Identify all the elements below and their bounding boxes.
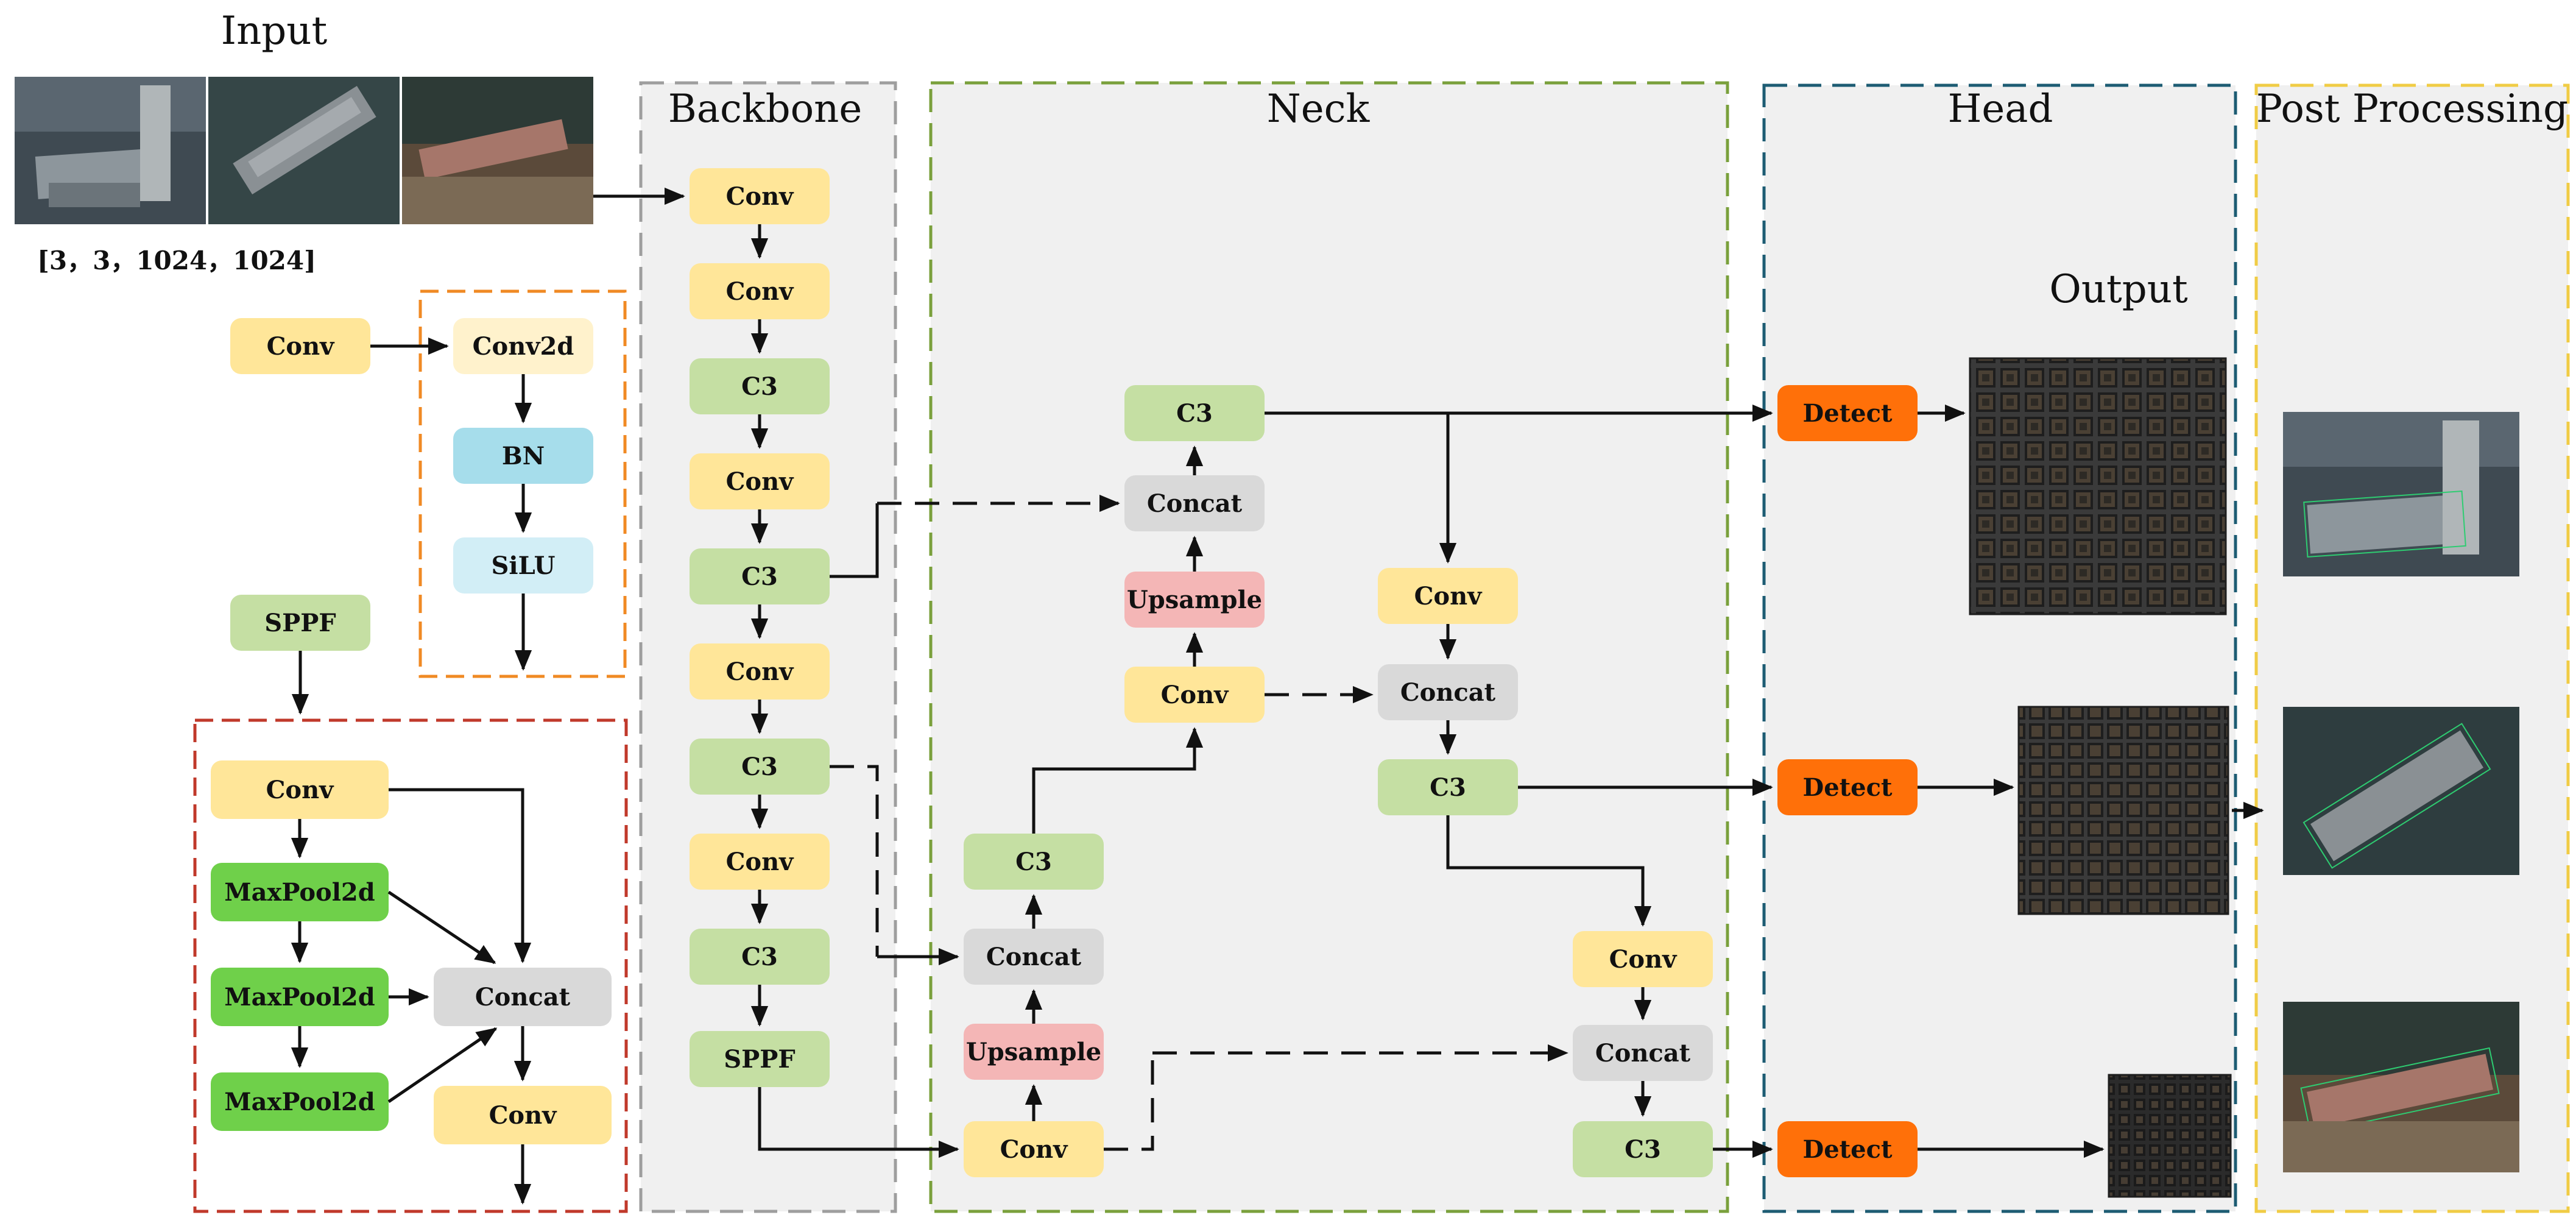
neck-conv-bottom xyxy=(964,1121,1104,1177)
backbone-block-9 xyxy=(690,929,830,985)
neck-upsample-bottom xyxy=(964,1024,1104,1080)
detect-block-3 xyxy=(1777,1121,1918,1177)
backbone-block-7-label: C3 xyxy=(741,753,778,781)
output-title: Output xyxy=(2049,267,2188,312)
neck-col3-concat xyxy=(1573,1025,1713,1081)
input-image-3 xyxy=(402,77,593,224)
neck-conv-mid-label: Conv xyxy=(1161,681,1230,709)
neck-c3-mid xyxy=(964,834,1104,890)
backbone-block-5-label: C3 xyxy=(741,562,778,591)
post-image-3 xyxy=(2283,1002,2519,1172)
backbone-block-3 xyxy=(690,358,830,414)
backbone-block-1 xyxy=(690,168,830,224)
backbone-block-4 xyxy=(690,453,830,509)
legend-sppf-conv-top xyxy=(211,760,389,819)
input-title: Input xyxy=(221,9,328,54)
neck-col2-conv-label: Conv xyxy=(1414,582,1483,611)
legend-sppf-block xyxy=(230,595,370,651)
legend-sppf-conv-top-label: Conv xyxy=(266,776,335,804)
neck-col2-c3 xyxy=(1378,759,1518,815)
backbone-title: Backbone xyxy=(668,87,862,132)
legend-conv-label: Conv xyxy=(267,332,336,361)
neck-concat-top-label: Concat xyxy=(1147,489,1243,518)
legend-sppf-concat-label: Concat xyxy=(475,983,571,1012)
neck-upsample-top-label: Upsample xyxy=(1127,586,1262,614)
backbone-block-5 xyxy=(690,548,830,604)
post-image-2 xyxy=(2283,707,2519,875)
neck-conv-bottom-label: Conv xyxy=(1000,1135,1069,1164)
neck-upsample-bottom-label: Upsample xyxy=(966,1038,1101,1066)
backbone-block-8 xyxy=(690,834,830,890)
legend-conv2d-label: Conv2d xyxy=(473,332,574,361)
neck-title: Neck xyxy=(1267,87,1371,132)
backbone-block-2-label: Conv xyxy=(726,277,795,306)
legend-conv-block xyxy=(230,318,370,374)
legend-sppf-conv-bottom-label: Conv xyxy=(489,1101,558,1130)
head-panel xyxy=(1762,83,2237,1213)
detect-block-2-label: Detect xyxy=(1803,773,1893,802)
backbone-block-4-label: Conv xyxy=(726,467,795,496)
legend-bn-label: BN xyxy=(502,442,545,470)
post-processing-title: Post Processing xyxy=(2256,87,2568,132)
output-grid-large xyxy=(1969,357,2227,615)
output-grid-small xyxy=(2108,1074,2232,1198)
input-image-2 xyxy=(208,77,400,224)
neck-col2-c3-label: C3 xyxy=(1430,773,1466,802)
input-image-1 xyxy=(15,77,206,224)
detect-block-1 xyxy=(1777,385,1918,441)
neck-col3-c3 xyxy=(1573,1121,1713,1177)
backbone-block-10-label: SPPF xyxy=(724,1045,795,1074)
neck-upsample-top xyxy=(1124,572,1265,628)
output-grid-medium xyxy=(2017,706,2229,915)
legend-maxpool-2-label: MaxPool2d xyxy=(224,983,375,1012)
connectors xyxy=(291,187,2264,1205)
backbone-block-10 xyxy=(690,1031,830,1087)
neck-col3-conv xyxy=(1573,931,1713,987)
backbone-block-3-label: C3 xyxy=(741,372,778,401)
neck-panel xyxy=(929,81,1729,1213)
neck-col2-concat xyxy=(1378,664,1518,720)
legend-silu-block xyxy=(453,537,593,594)
neck-col3-conv-label: Conv xyxy=(1609,945,1678,974)
neck-c3-mid-label: C3 xyxy=(1015,848,1052,876)
backbone-block-9-label: C3 xyxy=(741,943,778,971)
legend-sppf-label: SPPF xyxy=(264,609,336,637)
neck-col3-c3-label: C3 xyxy=(1625,1135,1661,1164)
backbone-block-6-label: Conv xyxy=(726,657,795,686)
detect-block-1-label: Detect xyxy=(1803,399,1893,428)
neck-c3-top xyxy=(1124,385,1265,441)
neck-col2-conv xyxy=(1378,568,1518,624)
neck-conv-mid xyxy=(1124,667,1265,723)
legend-maxpool-1-label: MaxPool2d xyxy=(224,878,375,907)
backbone-block-6 xyxy=(690,643,830,700)
backbone-block-7 xyxy=(690,739,830,795)
legend-maxpool-2 xyxy=(211,968,389,1026)
neck-c3-top-label: C3 xyxy=(1176,399,1213,428)
detect-block-3-label: Detect xyxy=(1803,1135,1893,1164)
legend-maxpool-3-label: MaxPool2d xyxy=(224,1088,375,1116)
input-shape-label: [3，3，1024，1024] xyxy=(37,246,316,275)
legend-maxpool-1 xyxy=(211,863,389,921)
neck-concat-mid-label: Concat xyxy=(986,943,1082,971)
legend-maxpool-3 xyxy=(211,1072,389,1131)
post-image-1 xyxy=(2283,412,2519,576)
neck-col2-concat-label: Concat xyxy=(1400,678,1496,707)
legend-conv2d-block xyxy=(453,318,593,374)
neck-col3-concat-label: Concat xyxy=(1595,1039,1691,1068)
legend-sppf-conv-bottom xyxy=(434,1086,612,1144)
backbone-block-8-label: Conv xyxy=(726,848,795,876)
legend-bn-block xyxy=(453,428,593,484)
input-images xyxy=(15,77,593,224)
legend-silu-label: SiLU xyxy=(492,551,556,580)
neck-concat-top xyxy=(1124,475,1265,531)
detect-block-2 xyxy=(1777,759,1918,815)
legend-sppf-concat xyxy=(434,968,612,1026)
neck-concat-mid xyxy=(964,929,1104,985)
backbone-block-2 xyxy=(690,263,830,319)
head-title: Head xyxy=(1948,87,2053,132)
sppf-legend-panel xyxy=(193,718,628,1213)
backbone-block-1-label: Conv xyxy=(726,182,795,211)
